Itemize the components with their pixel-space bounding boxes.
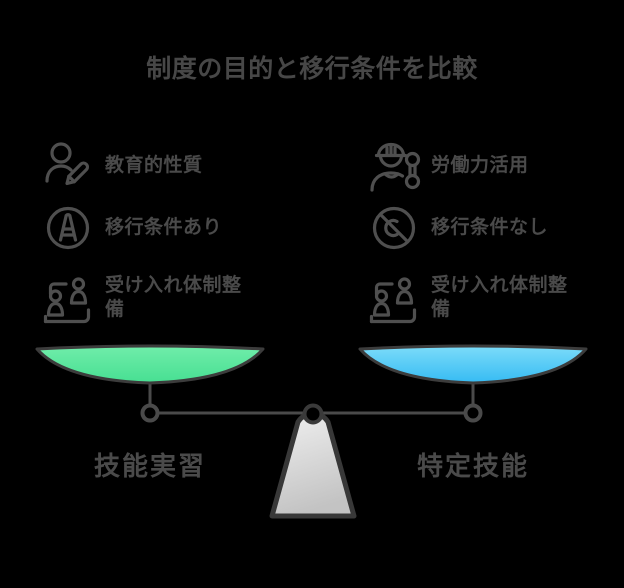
feature-text: 受け入れ体制整備: [105, 274, 242, 320]
feature-row-transition-yes: 移行条件あり: [40, 198, 222, 258]
right-ring: [463, 403, 483, 423]
worker-wrench-icon: [366, 138, 422, 194]
feature-text: 受け入れ体制整備: [431, 274, 568, 320]
people-tray-icon: [366, 270, 422, 326]
cone-circle-icon: [40, 200, 96, 256]
no-sign-icon: [366, 200, 422, 256]
people-tray-icon: [40, 270, 96, 326]
fulcrum: [269, 411, 357, 519]
feature-row-acceptance: 受け入れ体制整備: [366, 266, 573, 330]
feature-row-transition-no: 移行条件なし: [366, 198, 548, 258]
page-title: 制度の目的と移行条件を比較: [146, 55, 478, 83]
feature-text: 移行条件なし: [431, 216, 549, 238]
left-ring: [140, 403, 160, 423]
feature-row-labor: 労働力活用: [366, 136, 529, 196]
fulcrum-hole: [302, 403, 324, 425]
feature-row-acceptance: 受け入れ体制整備: [40, 266, 247, 330]
feature-row-educational: 教育的性質: [40, 136, 203, 196]
feature-text: 労働力活用: [431, 154, 529, 176]
feature-text: 教育的性質: [105, 154, 203, 176]
user-pencil-icon: [40, 138, 96, 194]
feature-text: 移行条件あり: [105, 216, 223, 238]
right-pan: [358, 344, 588, 385]
left-pan-label: 技能実習: [93, 451, 206, 481]
balance-scale: [35, 344, 588, 519]
left-pan: [35, 344, 265, 385]
right-pan-label: 特定技能: [416, 451, 529, 481]
